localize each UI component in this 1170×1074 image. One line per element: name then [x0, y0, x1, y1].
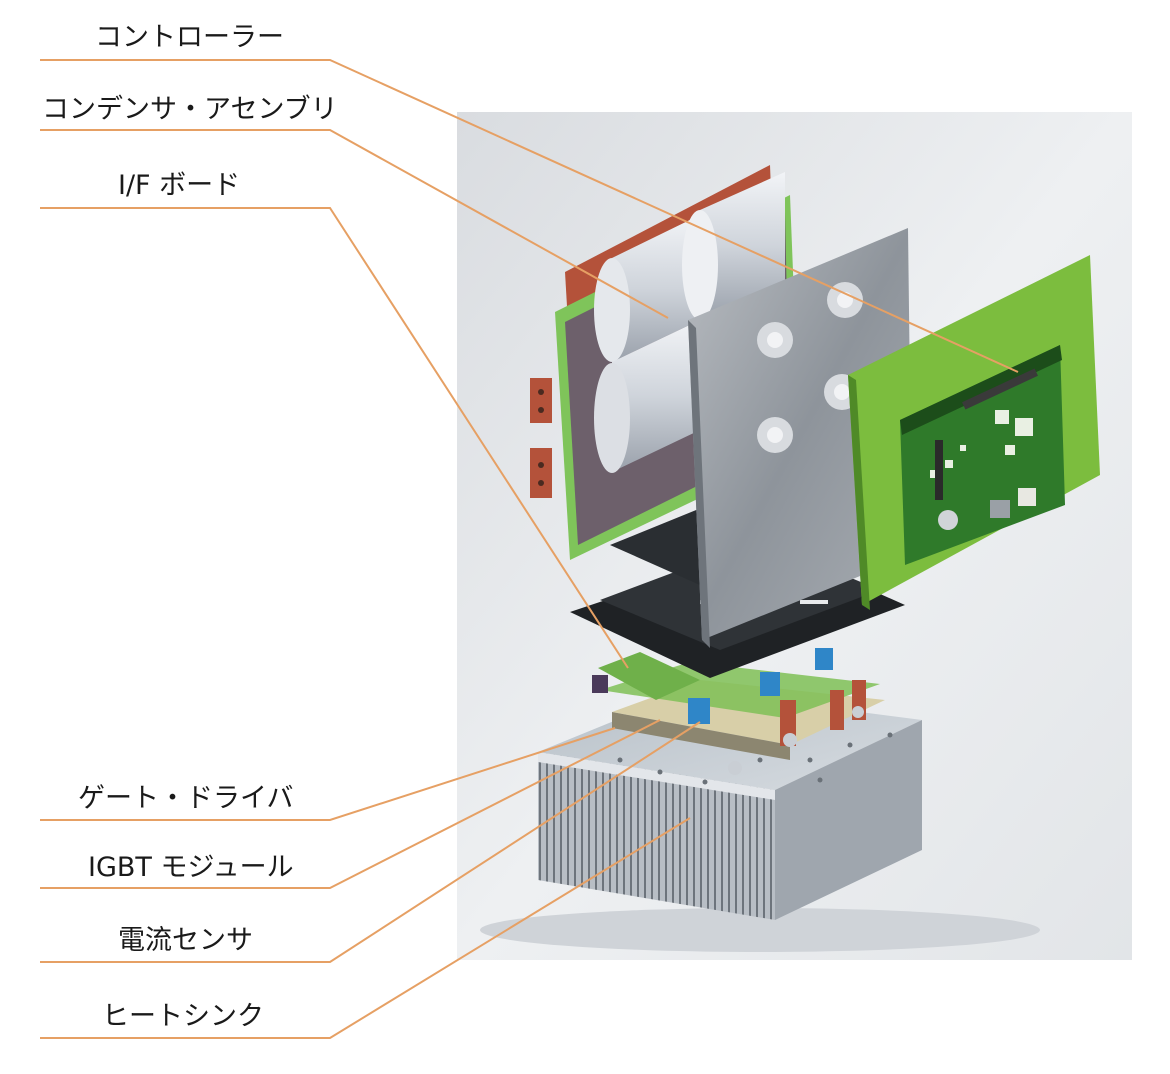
leader-lines [40, 59, 1019, 1039]
label-controller: コントローラー [95, 22, 284, 53]
if-board-part [592, 652, 700, 700]
floor-shadow [480, 908, 1040, 952]
label-capacitor-assembly: コンデンサ・アセンブリ [42, 94, 338, 125]
leader-line-igbt [40, 719, 661, 889]
label-current-sensor: 電流センサ [118, 925, 253, 956]
leader-line-heat-sink [40, 817, 691, 1039]
controller-part [848, 255, 1100, 610]
label-igbt-module: IGBT モジュール [88, 852, 294, 883]
leader-line-if-board [40, 207, 629, 669]
label-heat-sink: ヒートシンク [102, 1001, 264, 1032]
leader-line-current-sensor [40, 721, 701, 963]
leader-line-capacitor [40, 129, 669, 319]
label-if-board: I/F ボード [118, 170, 241, 201]
label-gate-driver: ゲート・ドライバ [78, 783, 294, 814]
leader-line-controller [40, 59, 1019, 373]
mounting-plate-part [688, 228, 912, 648]
leader-line-gate-driver [40, 727, 616, 821]
